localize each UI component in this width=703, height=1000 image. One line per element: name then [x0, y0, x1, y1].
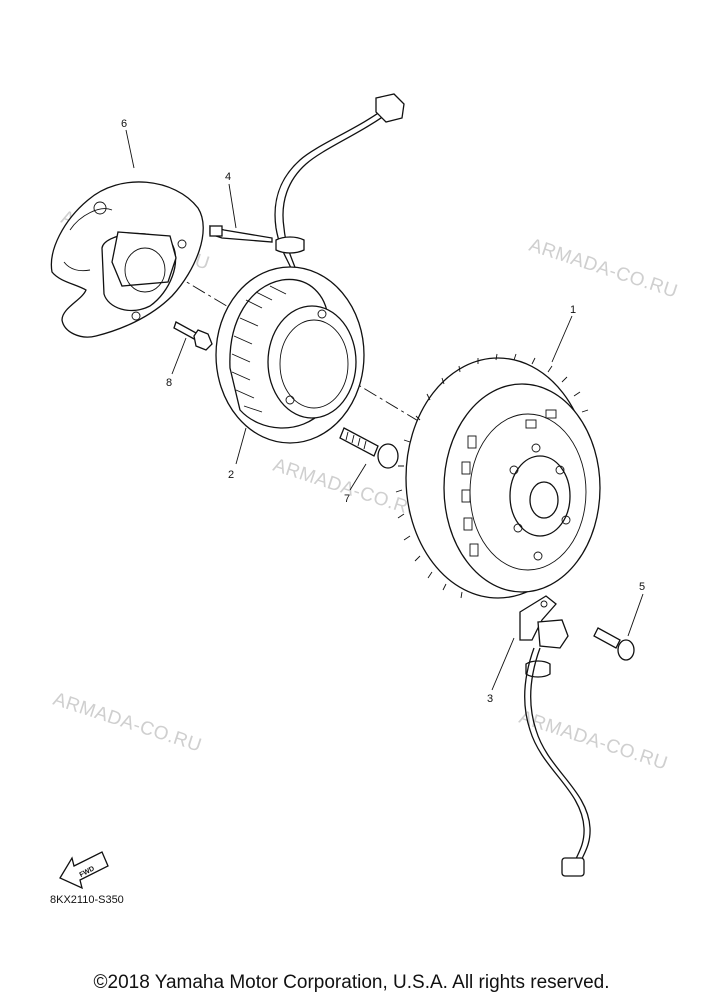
callout-leaders	[125, 129, 644, 691]
part-5-screw	[593, 627, 635, 661]
copyright-notice: ©2018 Yamaha Motor Corporation, U.S.A. A…	[93, 972, 610, 993]
callout-4: 4	[225, 171, 231, 183]
part-1-flywheel-rotor	[395, 353, 601, 599]
part-2-stator	[215, 93, 405, 444]
part-7-bolt	[339, 427, 399, 469]
fwd-arrow-icon: FWD	[59, 851, 109, 890]
watermark-3: ARMADA-CO.RU	[270, 455, 424, 523]
callout-5: 5	[639, 581, 645, 593]
callout-7: 7	[344, 493, 350, 505]
callout-1: 1	[570, 304, 576, 316]
callout-8: 8	[166, 377, 172, 389]
callout-2: 2	[228, 469, 234, 481]
part-8-bolt	[173, 321, 213, 351]
diagram-code: 8KX2110-S350	[50, 894, 124, 906]
watermark-2: ARMADA-CO.RU	[526, 235, 680, 303]
watermark-4: ARMADA-CO.RU	[50, 689, 204, 757]
callout-3: 3	[487, 693, 493, 705]
part-3-pickup-coil	[519, 595, 591, 877]
part-6-cover-plate	[50, 181, 204, 338]
callout-6: 6	[121, 118, 127, 130]
part-4-cable-tie	[209, 225, 273, 243]
